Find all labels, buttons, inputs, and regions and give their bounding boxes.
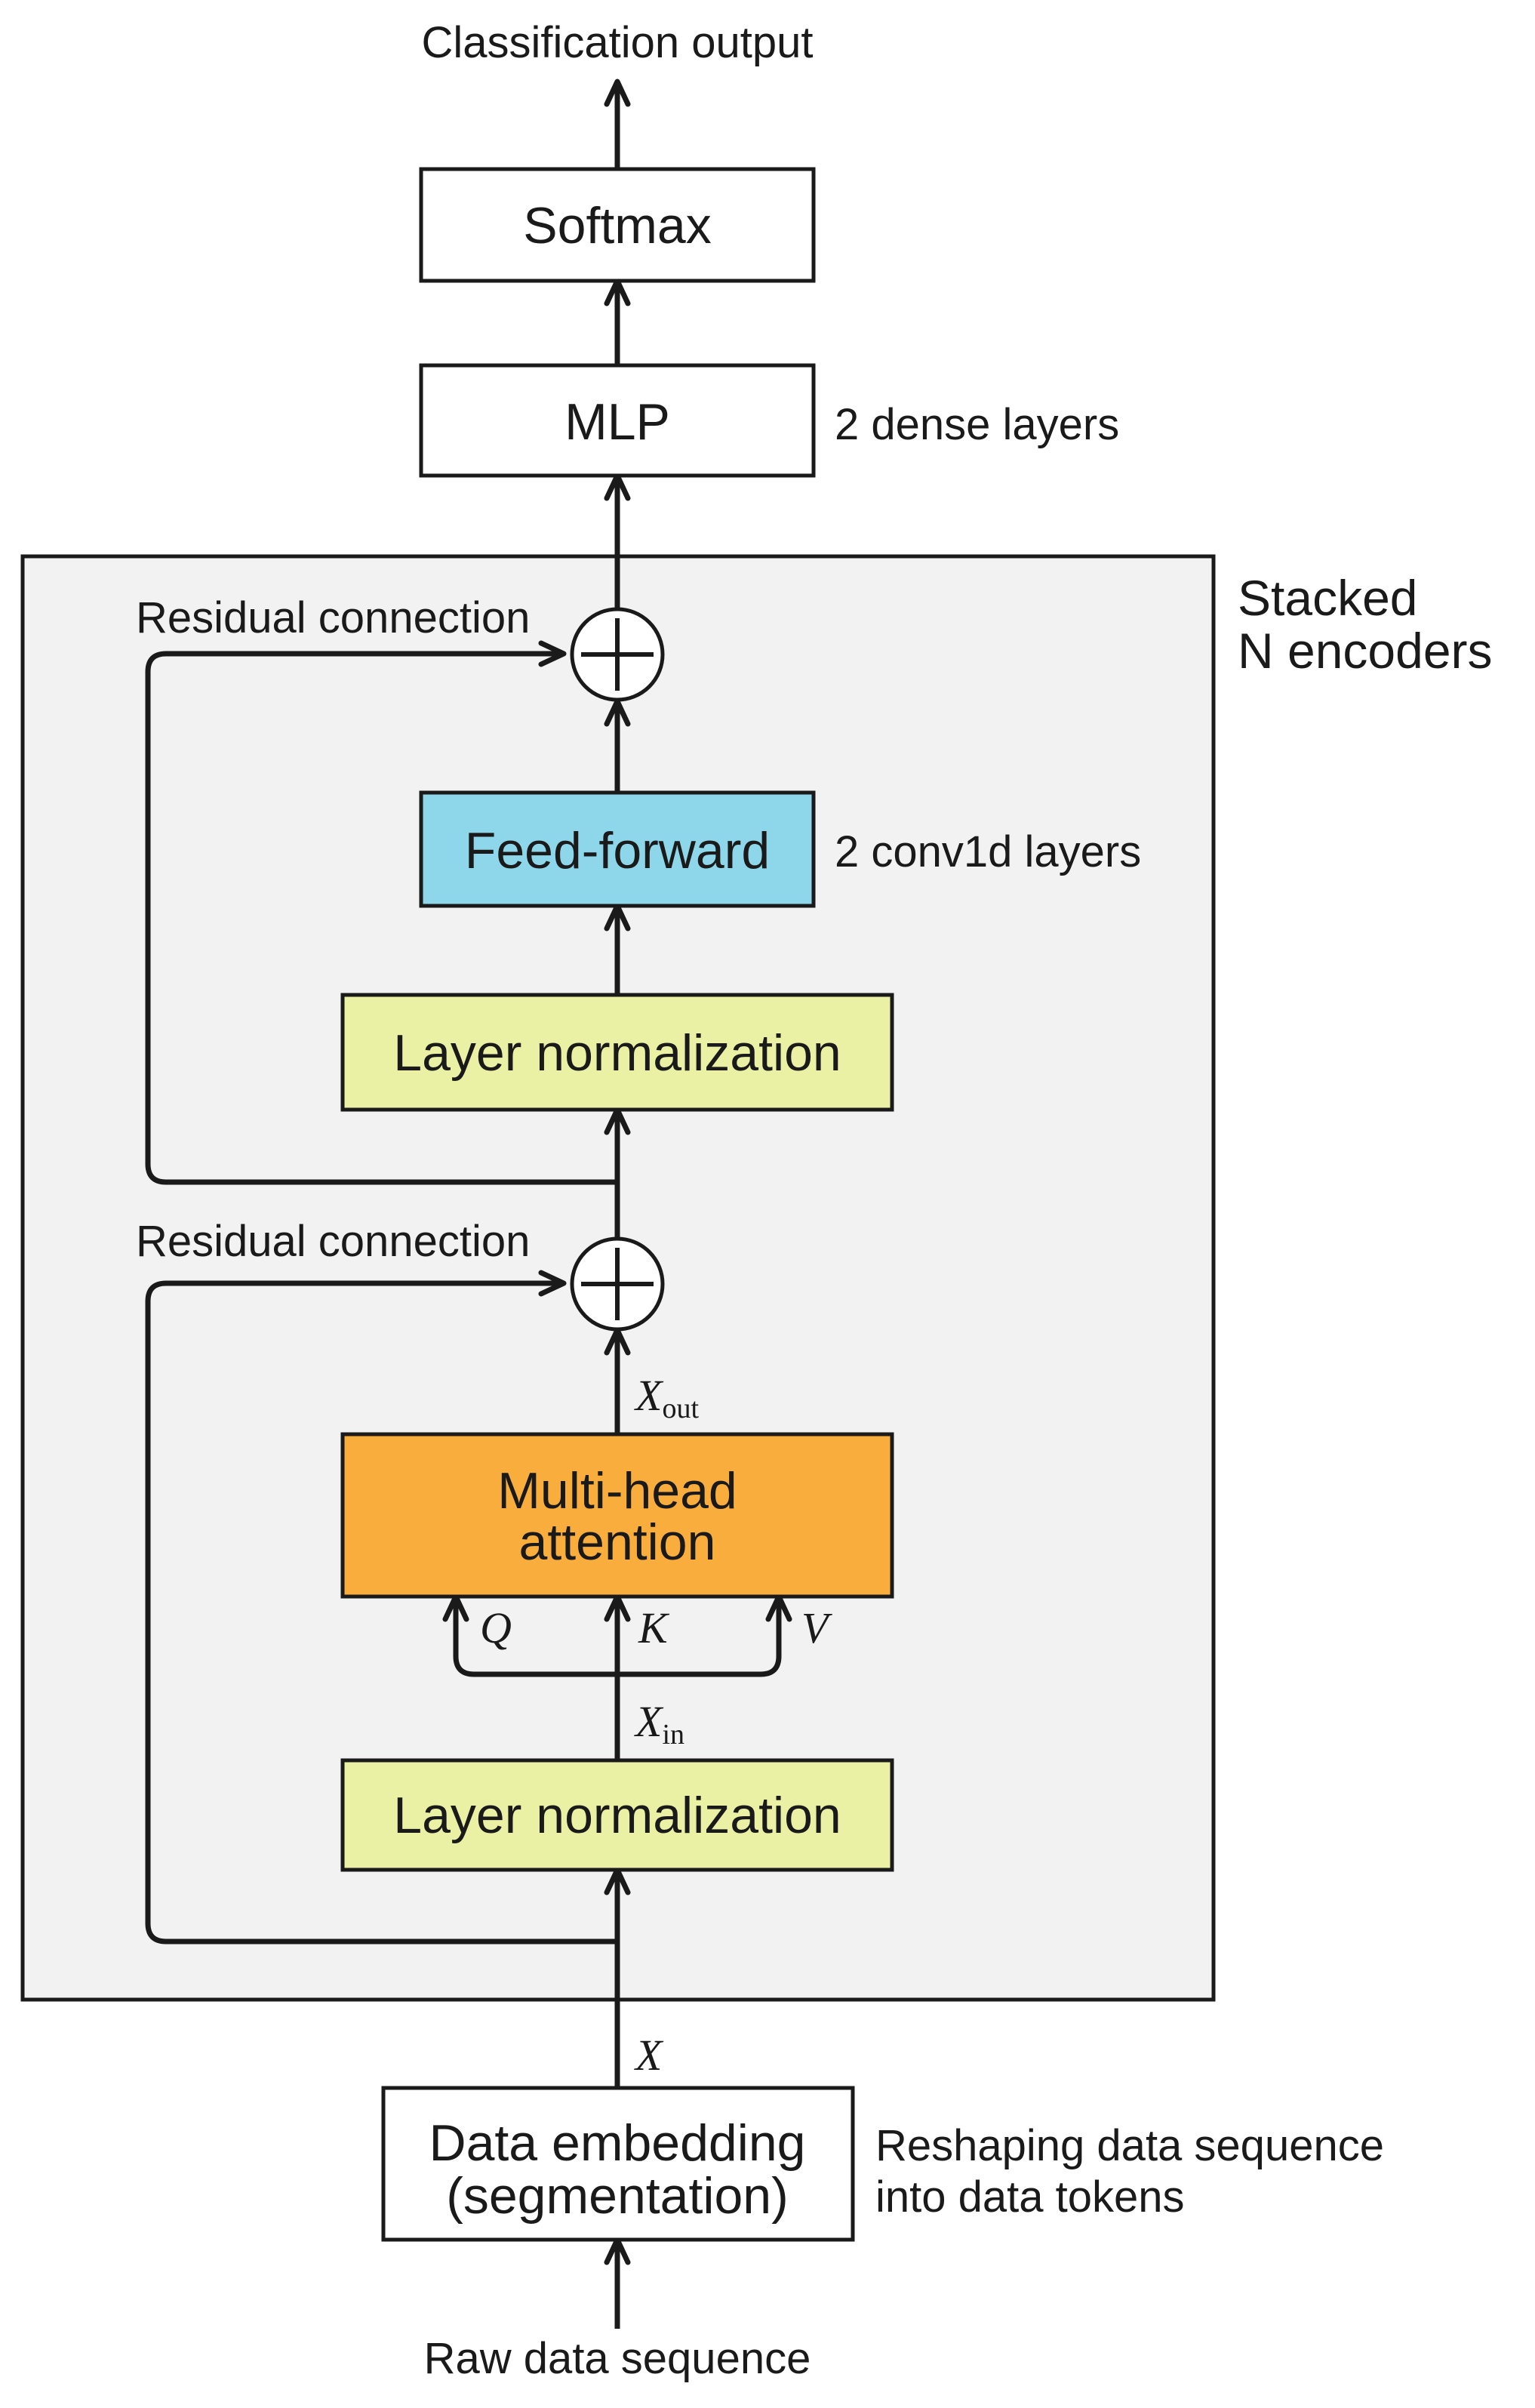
residual-label-top: Residual connection <box>136 593 530 642</box>
x-in-label: Xin <box>634 1697 684 1751</box>
x-in-sub: in <box>662 1719 684 1751</box>
qv-branch-line <box>442 1594 617 1677</box>
embedding-note-line1: Reshaping data sequence <box>875 2121 1384 2170</box>
mlp-label: MLP <box>564 393 670 451</box>
x-label: X <box>634 2031 664 2080</box>
embedding-label-line1: Data embedding <box>429 2114 805 2172</box>
classification-output-label: Classification output <box>421 18 813 67</box>
x-out-sub: out <box>662 1393 699 1424</box>
layer-norm-bottom-block: Layer normalization <box>340 1758 894 1872</box>
softmax-label: Softmax <box>523 197 711 254</box>
encoder-stack-label-line1: Stacked <box>1238 570 1417 626</box>
q-label: Q <box>480 1603 512 1652</box>
k-label: K <box>638 1603 670 1652</box>
raw-data-sequence-label: Raw data sequence <box>424 2334 811 2383</box>
v-label: V <box>801 1603 833 1652</box>
mlp-block: MLP <box>419 363 816 478</box>
x-in-base: X <box>634 1697 664 1746</box>
x-out-base: X <box>634 1371 664 1420</box>
attention-label-line1: Multi-head <box>497 1462 737 1520</box>
residual-path-bottom <box>145 1270 617 1945</box>
feed-forward-label: Feed-forward <box>465 822 770 879</box>
encoder-stack-label-line2: N encoders <box>1238 623 1493 679</box>
feed-forward-note: 2 conv1d layers <box>835 827 1141 876</box>
embedding-note-line2: into data tokens <box>875 2172 1185 2222</box>
plus-node-top <box>570 607 665 702</box>
softmax-block: Softmax <box>419 167 816 283</box>
residual-label-bottom: Residual connection <box>136 1217 530 1266</box>
attention-label-line2: attention <box>519 1513 716 1571</box>
x-out-label: Xout <box>634 1371 699 1424</box>
plus-node-bottom <box>570 1236 665 1332</box>
multi-head-attention-block: Multi-head attention <box>340 1432 894 1599</box>
data-embedding-block: Data embedding (segmentation) <box>381 2086 855 2242</box>
layer-norm-bottom-label: Layer normalization <box>393 1787 841 1844</box>
mlp-note: 2 dense layers <box>835 400 1119 449</box>
residual-path-top <box>145 640 617 1185</box>
layer-norm-top-block: Layer normalization <box>340 993 894 1112</box>
layer-norm-top-label: Layer normalization <box>393 1024 841 1082</box>
v-branch-line <box>617 1594 792 1677</box>
feed-forward-block: Feed-forward <box>419 790 816 908</box>
embedding-label-line2: (segmentation) <box>446 2167 789 2225</box>
